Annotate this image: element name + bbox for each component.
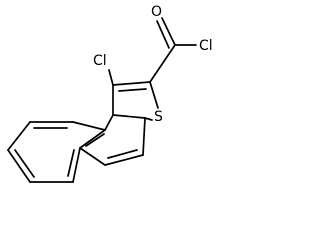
atom-labels: Cl S O Cl: [93, 4, 213, 125]
bond-carbonyl-o-second: [156, 20, 170, 49]
bond-c4-c3-inner: [107, 149, 138, 159]
molecule-structure: Cl S O Cl: [7, 4, 213, 183]
bond-c5-c4: [142, 117, 146, 156]
bond-c1-cl: [108, 69, 114, 86]
bond-c2-carbonyl: [149, 44, 176, 83]
bond-c9b-c5a: [104, 114, 114, 131]
bond-c7-c6-inner: [14, 149, 35, 178]
oxygen-label: O: [151, 4, 162, 20]
chlorine-acyl-label: Cl: [199, 38, 213, 54]
bond-c7-c6: [7, 149, 31, 183]
bond-c5a-c5: [112, 114, 146, 119]
bond-c3a-c9b-inner: [85, 133, 105, 147]
bond-c3a-c9b: [79, 129, 106, 149]
bond-c5b-c3a: [72, 147, 81, 183]
structure-canvas: Cl S O Cl: [7, 4, 213, 183]
chlorine-ring-label: Cl: [93, 53, 107, 69]
bond-c5b-c3a-inner: [67, 149, 75, 177]
bond-c8-c7: [7, 121, 31, 151]
bond-c1-c2: [112, 81, 151, 86]
bond-c1-c2-inner: [118, 88, 147, 92]
bond-c9b-c9: [72, 121, 106, 131]
bonds: [7, 17, 197, 183]
bond-c2-s: [149, 81, 159, 109]
bond-carbonyl-o: [161, 17, 176, 46]
bond-c3-c3a: [79, 147, 106, 166]
bond-c4-c3: [104, 154, 144, 166]
bond-s-c5: [144, 117, 153, 121]
sulfur-label: S: [154, 109, 163, 125]
